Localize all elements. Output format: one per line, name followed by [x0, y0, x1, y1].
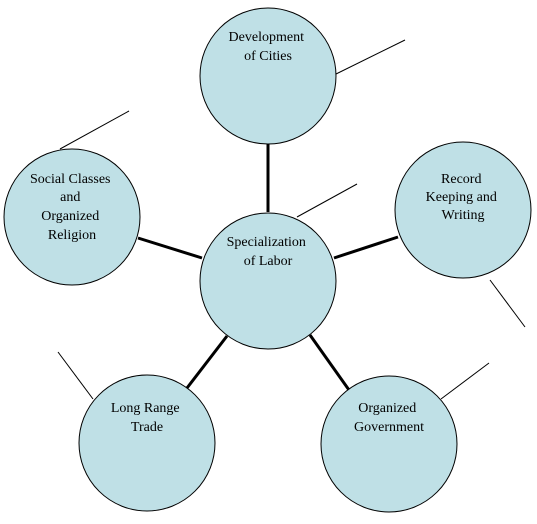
node-label-line: Development — [229, 30, 305, 45]
node-record-keeping-and-writing: Record Keeping and Writing — [394, 141, 532, 279]
node-label-line: Organized — [358, 401, 416, 416]
node-specialization-of-labor: Specialization of Labor — [199, 212, 337, 350]
leader-line-organized-government — [440, 362, 490, 400]
node-label-line: of Labor — [244, 254, 293, 269]
node-label: Development of Cities — [229, 30, 308, 64]
node-label-line: Organized — [41, 209, 99, 224]
leader-line-long-range-trade — [57, 351, 94, 400]
connector-record-keeping-and-writing — [333, 235, 399, 260]
node-label-line: Record — [441, 172, 481, 187]
node-organized-government: Organized Government — [320, 375, 458, 513]
node-label-line: Long Range — [111, 401, 180, 416]
node-social-classes-and-organized-religion: Social Classes and Organized Religion — [3, 148, 141, 286]
node-label-line: of Cities — [244, 49, 292, 64]
node-label-line: Writing — [442, 208, 485, 223]
node-label: Specialization of Labor — [227, 235, 310, 269]
node-label-line: Religion — [48, 228, 96, 243]
node-label-line: Social Classes — [30, 172, 111, 187]
node-development-of-cities: Development of Cities — [199, 7, 337, 145]
node-label-line: Trade — [131, 420, 163, 435]
node-label-line: and — [60, 190, 80, 205]
node-circle — [320, 375, 458, 513]
node-circle — [78, 374, 216, 512]
leader-line-center — [296, 183, 358, 218]
leader-line-record-keeping-and-writing — [489, 279, 526, 328]
node-label: Long Range Trade — [111, 401, 183, 435]
node-long-range-trade: Long Range Trade — [78, 374, 216, 512]
node-label: Record Keeping and Writing — [426, 172, 501, 223]
connector-long-range-trade — [185, 335, 229, 389]
node-circle — [199, 7, 337, 145]
leader-line-development-of-cities — [333, 39, 406, 76]
node-label-line: Specialization — [227, 235, 306, 250]
node-label-line: Government — [354, 420, 424, 435]
node-label-line: Keeping and — [426, 190, 497, 205]
node-circle — [394, 141, 532, 279]
node-label: Organized Government — [354, 401, 424, 435]
node-label: Social Classes and Organized Religion — [30, 172, 114, 243]
connector-social-classes-and-organized-religion — [137, 236, 203, 260]
leader-line-social-classes-and-organized-religion — [59, 110, 130, 150]
node-circle — [199, 212, 337, 350]
connector-organized-government — [308, 334, 351, 391]
node-circle — [3, 148, 141, 286]
